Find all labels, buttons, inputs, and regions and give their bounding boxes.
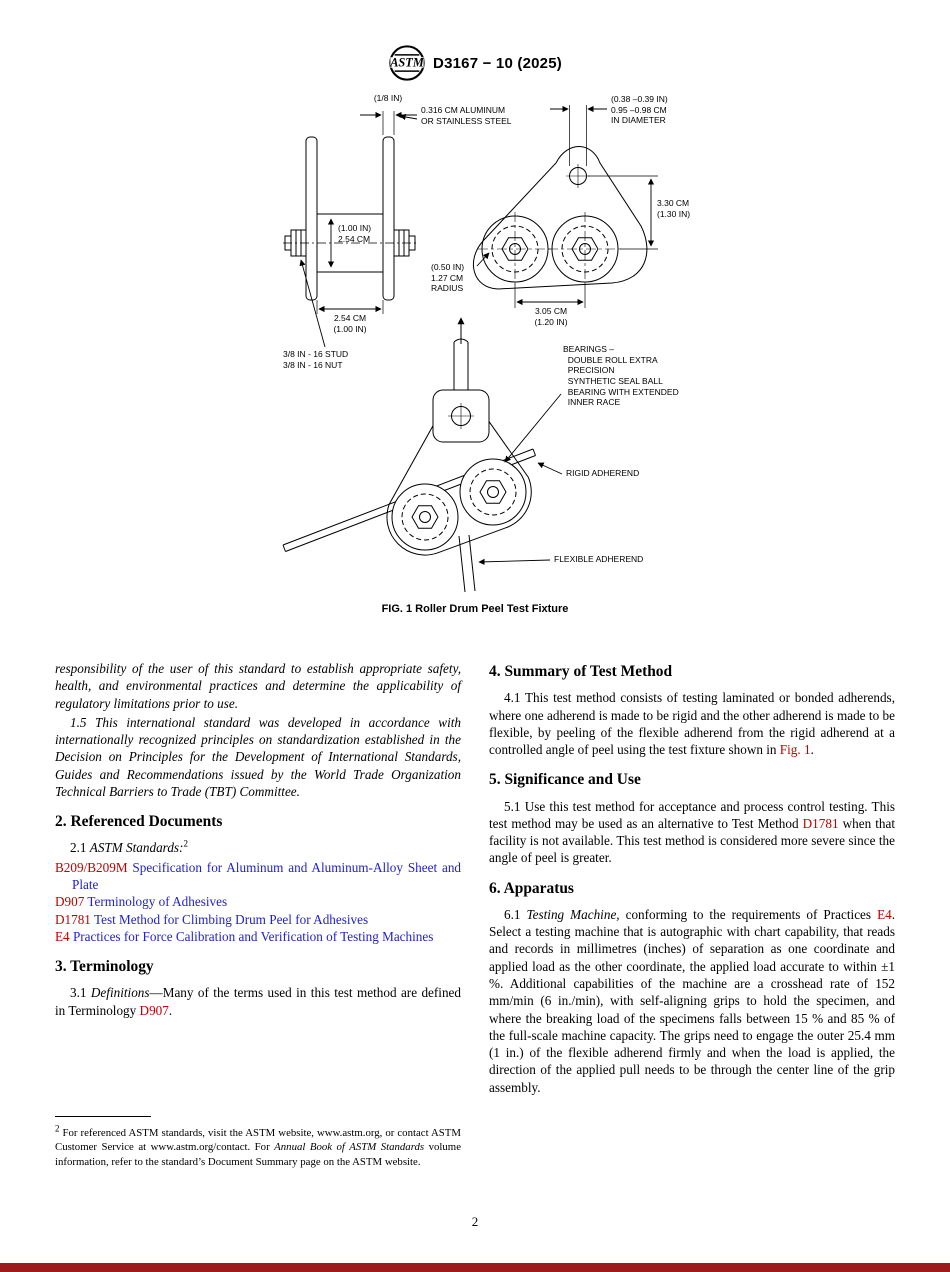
footnote-text: 2 For referenced ASTM standards, visit t… (55, 1123, 461, 1169)
page-header: ASTM D3167 − 10 (2025) (0, 44, 950, 82)
bottom-red-bar (0, 1263, 950, 1272)
text-run: 2.1 (70, 840, 90, 856)
paragraph-continuation: responsibility of the user of this stand… (55, 661, 461, 711)
standard-designation: D3167 − 10 (2025) (433, 54, 562, 72)
paragraph-4-1: 4.1 This test method consists of testing… (489, 689, 895, 758)
ref-designation-link[interactable]: D907 (55, 894, 85, 910)
paragraph-2-1: 2.1 ASTM Standards:2 (55, 839, 461, 856)
reference-item-b209: B209/B209M Specification for Aluminum an… (55, 859, 461, 894)
label-plate-thickness: (1/8 IN) (373, 93, 403, 103)
link-fig-1[interactable]: Fig. 1 (779, 742, 811, 758)
section-5-heading: 5. Significance and Use (489, 771, 641, 789)
ref-title-link[interactable]: Specification for Aluminum and Aluminum-… (72, 859, 462, 893)
link-d1781[interactable]: D1781 (802, 815, 839, 831)
text-run: 4.1 This test method consists of testing… (489, 690, 895, 758)
label-drum-width-dimension: (1.00 IN) 2.54 CM (338, 223, 372, 244)
right-column: 4. Summary of Test Method 4.1 This test … (489, 660, 895, 1098)
label-corner-radius-dimension: (0.50 IN) 1.27 CM RADIUS (431, 262, 465, 294)
link-d907[interactable]: D907 (139, 1002, 169, 1018)
footnote: 2 For referenced ASTM standards, visit t… (55, 1116, 461, 1169)
text-run: volume information, refer to the standar… (55, 1141, 461, 1168)
label-bearings: BEARINGS – DOUBLE ROLL EXTRA PRECISION S… (563, 344, 679, 408)
text-run: 6.1 (504, 906, 527, 922)
footnote-marker: 2 (183, 839, 188, 850)
footnote-rule (55, 1116, 151, 1117)
ref-title-link[interactable]: Terminology of Adhesives (87, 894, 228, 910)
astm-logo-icon: ASTM (389, 45, 425, 81)
text-run: ASTM Standards: (89, 840, 184, 856)
text-run: —Many of the terms used in this test met… (55, 985, 462, 1018)
text-run: . (810, 742, 814, 758)
text-run: conforming to the requirements of Practi… (619, 906, 878, 922)
figure-caption: FIG. 1 Roller Drum Peel Test Fixture (381, 603, 569, 615)
ref-title-link[interactable]: Practices for Force Calibration and Veri… (72, 928, 434, 944)
text-run: . Select a testing machine that is autog… (489, 906, 896, 1095)
section-4-heading: 4. Summary of Test Method (489, 663, 673, 680)
label-roller-spacing-dimension: 3.05 CM (1.20 IN) (534, 306, 568, 327)
link-e4[interactable]: E4 (877, 906, 892, 922)
label-plate-material: 0.316 CM ALUMINUM OR STAINLESS STEEL (421, 105, 512, 126)
paragraph-3-1: 3.1 Definitions—Many of the terms used i… (55, 984, 461, 1019)
text-run: when that facility is not available. Thi… (489, 815, 896, 866)
section-3-heading: 3. Terminology (55, 958, 154, 976)
left-column: responsibility of the user of this stand… (55, 660, 461, 1021)
text-run: 5.1 Use this test method for acceptance … (489, 798, 895, 831)
ref-designation-link[interactable]: E4 (55, 928, 70, 944)
text-run: For referenced ASTM standards, visit the… (55, 1127, 461, 1154)
reference-item-d907: D907 Terminology of Adhesives (55, 893, 461, 910)
label-rigid-adherend: RIGID ADHEREND (566, 468, 640, 478)
text-run: Annual Book of ASTM Standards (274, 1141, 425, 1154)
figure-1: (1/8 IN) 0.316 CM ALUMINUM OR STAINLESS … (0, 92, 950, 602)
text-run: . (168, 1002, 173, 1018)
label-flexible-adherend: FLEXIBLE ADHEREND (554, 554, 644, 564)
paragraph-1-5: 1.5 This international standard was deve… (55, 714, 461, 799)
ref-designation-link[interactable]: B209/B209M (55, 859, 128, 875)
ref-title-link[interactable]: Test Method for Climbing Drum Peel for A… (93, 911, 369, 927)
section-2-heading: 2. Referenced Documents (55, 813, 223, 831)
reference-item-e4: E4 Practices for Force Calibration and V… (55, 928, 461, 945)
section-6-heading: 6. Apparatus (489, 879, 574, 897)
ref-designation-link[interactable]: D1781 (55, 911, 91, 927)
text-run: Definitions (90, 985, 150, 1001)
label-height-dimension: 3.30 CM (1.30 IN) (657, 198, 691, 219)
label-hole-diameter-dimension: (0.38 –0.39 IN) 0.95 –0.98 CM IN DIAMETE… (611, 94, 668, 126)
paragraph-5-1: 5.1 Use this test method for acceptance … (489, 798, 895, 867)
reference-item-d1781: D1781 Test Method for Climbing Drum Peel… (55, 911, 461, 928)
text-run: Testing Machine, (526, 906, 620, 922)
page-number: 2 (471, 1214, 479, 1229)
figure-drawing (282, 105, 658, 593)
label-stud-nut: 3/8 IN - 16 STUD 3/8 IN - 16 NUT (283, 349, 349, 370)
label-plate-spacing-dimension: 2.54 CM (1.00 IN) (333, 313, 367, 334)
footnote-marker: 2 (55, 1123, 60, 1134)
text-run: 3.1 (70, 985, 91, 1001)
paragraph-6-1: 6.1 Testing Machine, conforming to the r… (489, 906, 895, 1096)
astm-logo-text: ASTM (389, 55, 425, 69)
